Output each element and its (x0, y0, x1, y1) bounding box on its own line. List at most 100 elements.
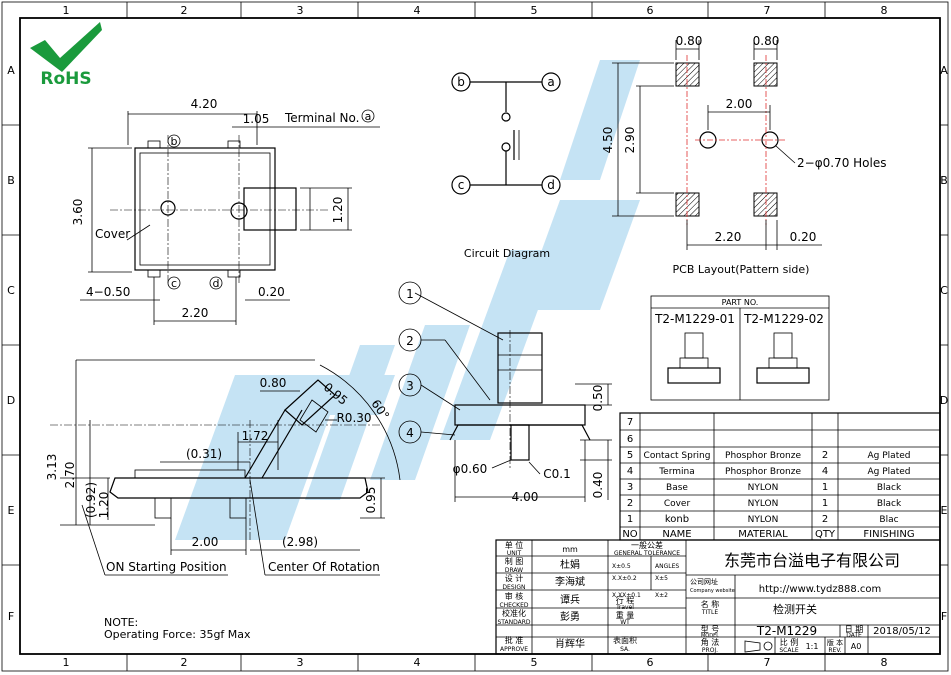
bom-cell: Contact Spring (644, 451, 711, 461)
circuit-node: d (547, 178, 555, 192)
dim-label: 0.80 (260, 376, 287, 390)
callout-number: 1 (406, 287, 414, 301)
rev-value: A0 (851, 642, 862, 651)
pcb-label: PCB Layout(Pattern side) (673, 263, 810, 276)
circuit-node: a (547, 75, 554, 89)
tb-label: DESIGN (502, 584, 525, 591)
model-value: T2-M1229 (756, 624, 817, 638)
callout-number: 4 (406, 426, 414, 440)
tb-label: 型 号 (701, 625, 720, 634)
callout-number: 3 (406, 379, 414, 393)
dim-label: 2.20 (182, 306, 209, 320)
dim-label: 0.50 (591, 385, 605, 412)
col-label: 3 (297, 4, 304, 17)
tb-value: 谭兵 (560, 593, 580, 606)
dim-label: 0.40 (591, 472, 605, 499)
rotation-center-label: Center Of Rotation (268, 560, 380, 574)
dim-label: 0.20 (258, 285, 285, 299)
col-label: 7 (764, 4, 771, 17)
tb-label: 审 核 (505, 591, 524, 601)
tb-tol: X.XX±0.1 (612, 592, 641, 599)
tb-label: SCALE (779, 647, 798, 654)
tb-label: 校准化 (502, 608, 526, 618)
col-label: 5 (531, 656, 538, 669)
tb-tol: X±5 (655, 575, 668, 582)
col-label: 4 (414, 4, 421, 17)
callout-number: 2 (406, 334, 414, 348)
side-view: 1 2 3 4 0.50 φ0.60 C0.1 4.00 0.40 (398, 281, 612, 504)
part-no-1: T2-M1229-01 (654, 312, 735, 326)
col-label: 8 (881, 656, 888, 669)
bom-cell: 6 (627, 434, 633, 445)
bom-rows: 7 6 5 Contact Spring Phosphor Bronze 2 A… (622, 417, 914, 540)
tb-label: DATE (846, 632, 862, 639)
col-label: 2 (181, 656, 188, 669)
bom-header: FINISHING (863, 529, 914, 540)
row-label: C (7, 284, 15, 297)
bom-cell: konb (665, 514, 689, 525)
tb-label: 设 计 (505, 573, 524, 583)
tb-label: DRAW (505, 567, 523, 574)
dim-label: 3.60 (71, 199, 85, 226)
tb-tol: X±2 (655, 592, 668, 599)
on-position-label: ON Starting Position (106, 560, 227, 574)
tb-label: 日 期 (845, 625, 864, 634)
col-label: 8 (881, 4, 888, 17)
tb-label: CHECKED (499, 602, 528, 609)
col-label: 1 (63, 656, 70, 669)
tb-label: 批 准 (505, 635, 524, 645)
dim-label: 0.95 (364, 487, 378, 514)
title-block-text: 单 位 UNIT mm 一般公差 GENERAL TOLERANCE 制 图 D… (497, 540, 930, 654)
part-no-2: T2-M1229-02 (743, 312, 824, 326)
tb-label: REV. (828, 647, 841, 654)
row-label: E (941, 504, 948, 517)
bom-cell: Termina (658, 467, 695, 477)
dim-label: 0.80 (676, 34, 703, 48)
note-text: Operating Force: 35gf Max (104, 628, 251, 641)
tb-label: STANDARD (497, 619, 530, 626)
bom-cell: 4 (822, 466, 828, 477)
company-name: 东莞市台溢电子有限公司 (724, 551, 900, 570)
tb-label: 名 称 (701, 599, 720, 609)
tb-label: 版 本 (827, 638, 843, 647)
bom-cell: 2 (822, 450, 828, 461)
col-label: 4 (414, 656, 421, 669)
tb-label: TITLE (701, 609, 718, 616)
bom-cell: Ag Plated (868, 467, 911, 477)
tb-value: mm (562, 545, 578, 554)
col-label: 6 (647, 656, 654, 669)
bom-cell: 3 (627, 482, 633, 493)
company-website: http://www.tydz888.com (759, 584, 882, 595)
dim-label: 1.05 (243, 112, 270, 126)
tb-value: 彭勇 (560, 610, 580, 623)
bom-cell: 1 (822, 482, 828, 493)
grid-labels: 1 2 3 4 5 6 7 8 1 2 3 4 5 6 7 8 A B C D … (7, 4, 948, 669)
row-label: F (8, 610, 14, 623)
bom-cell: 1 (627, 514, 633, 525)
cover-label: Cover (95, 227, 130, 241)
bom-cell: Black (877, 483, 902, 493)
note-title: NOTE: (104, 616, 138, 629)
dim-label: 4.20 (191, 97, 218, 111)
col-label: 2 (181, 4, 188, 17)
dim-label: 1.20 (97, 492, 111, 519)
tb-tol: X.X±0.2 (612, 575, 637, 582)
bom-cell: NYLON (748, 483, 779, 493)
circuit-node: b (457, 75, 465, 89)
rohs-text: RoHS (40, 69, 91, 89)
col-label: 3 (297, 656, 304, 669)
tb-label: 比 例 (780, 637, 799, 647)
tb-value: 李海斌 (555, 575, 585, 588)
circuit-label: Circuit Diagram (464, 247, 550, 260)
bom-header: NO (622, 529, 637, 540)
dim-label: 2.20 (715, 230, 742, 244)
terminal-label: Terminal No. (284, 111, 359, 125)
row-label: C (940, 284, 948, 297)
dim-label: 2.00 (192, 535, 219, 549)
row-label: A (7, 64, 15, 77)
bom-cell: Black (877, 499, 902, 509)
bom-cell: 1 (822, 498, 828, 509)
circuit-node: c (458, 178, 465, 192)
